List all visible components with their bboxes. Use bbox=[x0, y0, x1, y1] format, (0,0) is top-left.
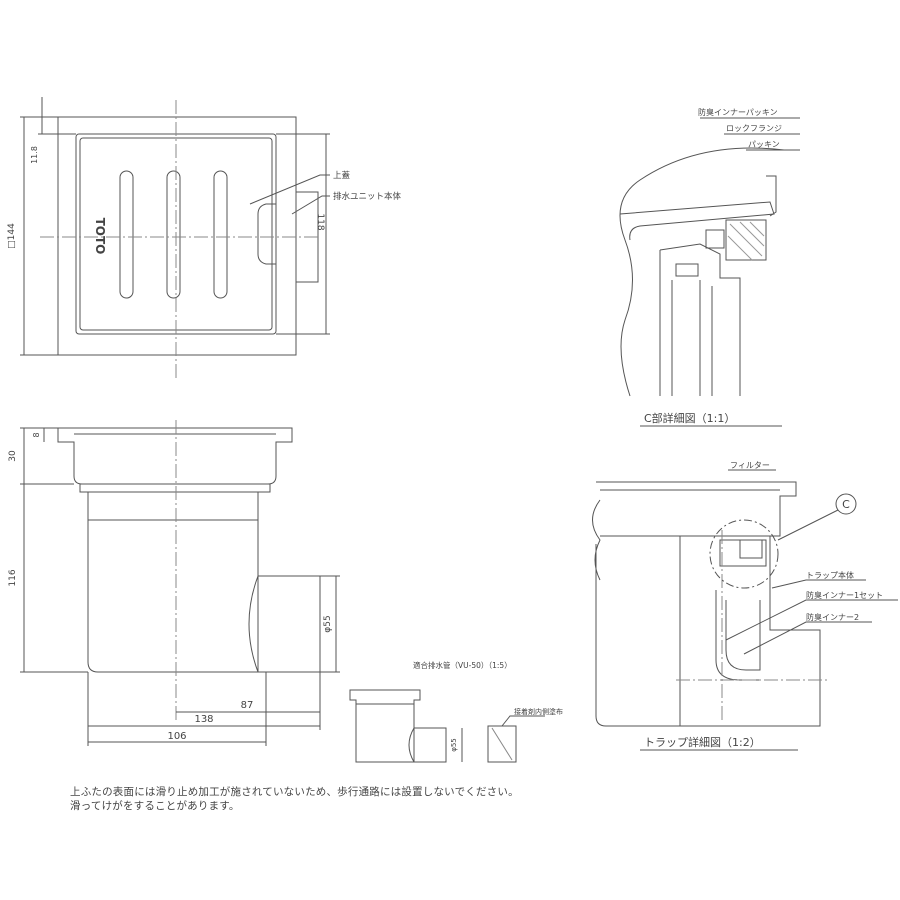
cover-notch bbox=[257, 203, 276, 265]
dim-11-8-label: 11.8 bbox=[30, 146, 39, 164]
label-c-marker: C bbox=[842, 498, 850, 511]
pipe-detail-outlet bbox=[414, 727, 447, 763]
label-filter: フィルター bbox=[730, 461, 770, 470]
c-detail bbox=[619, 117, 800, 397]
dim-30-label: 30 bbox=[8, 450, 18, 462]
pipe-detail-title: 適合排水管（VU-50）（1:5） bbox=[413, 660, 512, 670]
trap-detail-inner1 bbox=[715, 590, 760, 681]
top-view bbox=[20, 97, 330, 380]
trap-detail-flange bbox=[596, 481, 797, 537]
c-detail-clip bbox=[766, 175, 777, 217]
c-marker-icon bbox=[835, 493, 857, 515]
pipe-detail-outlet-arc bbox=[408, 727, 415, 763]
pipe-detail-dim-label: φ55 bbox=[450, 738, 458, 752]
trap-detail-body bbox=[595, 544, 680, 727]
trap-detail-seal bbox=[739, 539, 763, 559]
label-unit-body: 排水ユニット本体 bbox=[333, 191, 402, 202]
c-detail-lock-flange bbox=[725, 219, 767, 261]
trap-detail-filter bbox=[719, 539, 767, 567]
brand-logo: TOTO bbox=[93, 218, 107, 255]
pipe-detail bbox=[349, 689, 545, 763]
dim-106-label: 106 bbox=[167, 731, 186, 742]
trap-detail-inner2 bbox=[725, 600, 761, 671]
label-packing: パッキン bbox=[748, 140, 780, 149]
label-cover: 上蓋 bbox=[333, 170, 351, 181]
c-detail-inner-wall bbox=[659, 250, 673, 396]
c-detail-break-line bbox=[619, 147, 785, 397]
leader-cover bbox=[249, 174, 330, 205]
leader-trap-body bbox=[771, 579, 866, 589]
label-lock-flange: ロックフランジ bbox=[726, 124, 782, 133]
dim-138-label: 138 bbox=[194, 714, 213, 725]
c-detail-pipe bbox=[699, 280, 713, 396]
side-view-outlet bbox=[258, 575, 321, 673]
dim-87-label: 87 bbox=[241, 700, 254, 711]
side-view bbox=[20, 420, 340, 746]
cover-slot-1 bbox=[119, 170, 134, 299]
c-detail-nut bbox=[675, 263, 699, 277]
leader-c-marker bbox=[777, 509, 839, 541]
side-view-seal-ring bbox=[79, 483, 271, 493]
c-detail-body bbox=[659, 243, 741, 396]
dim-116-label: 116 bbox=[8, 569, 18, 586]
dim-8-label: 8 bbox=[32, 432, 41, 437]
warning-note-line-2: 滑ってけがをすることがあります。 bbox=[70, 800, 240, 812]
label-trap-body: トラップ本体 bbox=[806, 570, 854, 580]
c-detail-cover-top bbox=[619, 201, 775, 241]
side-view-outlet-arc bbox=[248, 575, 259, 673]
adhesive-hatch bbox=[491, 727, 513, 761]
side-view-flange bbox=[57, 427, 293, 485]
label-inner1-set: 防臭インナー1セット bbox=[806, 590, 883, 600]
side-view-body bbox=[87, 492, 259, 673]
label-inner2: 防臭インナー2 bbox=[806, 612, 859, 622]
dim-144-label: □144 bbox=[7, 223, 17, 249]
c-detail-title: C部詳細図（1:1） bbox=[644, 411, 735, 425]
trap-detail-c-circle bbox=[709, 519, 779, 589]
label-adhesive: 接着剤内側塗布 bbox=[514, 707, 563, 716]
cover-slot-2 bbox=[166, 170, 181, 299]
leader-inner1-set bbox=[725, 599, 898, 641]
c-detail-packing bbox=[705, 229, 725, 249]
trap-detail-title: トラップ詳細図（1:2） bbox=[644, 735, 761, 749]
cover-slot-3 bbox=[213, 170, 228, 299]
warning-note-line-1: 上ふたの表面には滑り止め加工が施されていないため、歩行通路には設置しないでくださ… bbox=[70, 786, 519, 798]
trap-detail bbox=[592, 469, 898, 727]
label-inner-packing: 防臭インナーパッキン bbox=[698, 107, 778, 117]
c-detail-hatch bbox=[727, 221, 765, 261]
dim-118-label: 118 bbox=[315, 213, 325, 230]
leader-adhesive bbox=[501, 715, 545, 727]
leader-unit-body bbox=[291, 195, 330, 215]
dim-55-label: φ55 bbox=[323, 615, 333, 632]
leader-inner2 bbox=[743, 621, 872, 655]
trap-detail-outer bbox=[679, 536, 821, 727]
